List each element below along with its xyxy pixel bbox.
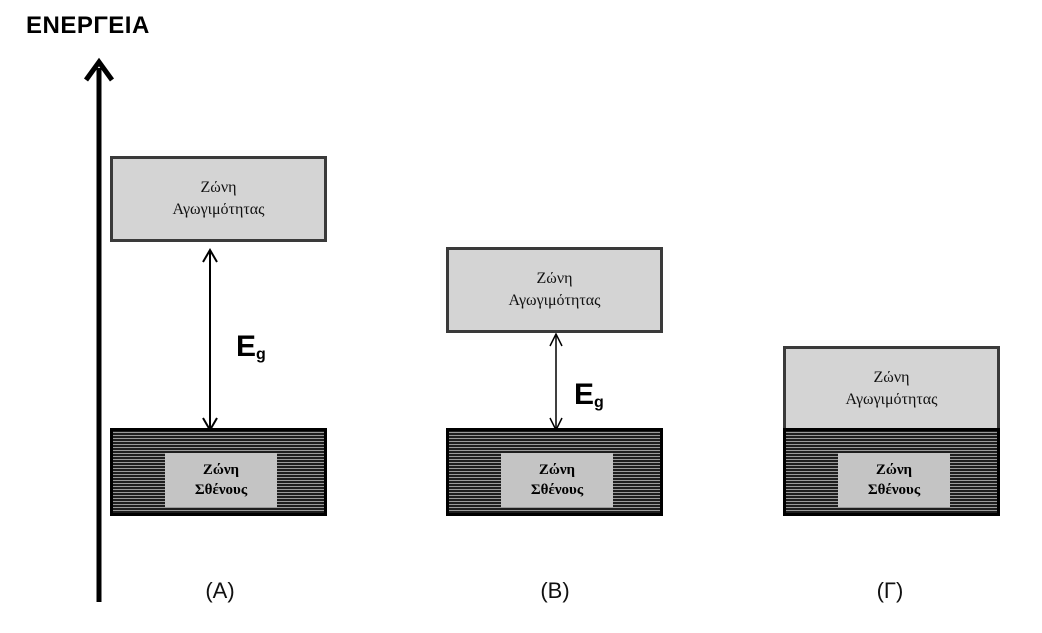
panel-label-c: (Γ) <box>876 578 904 603</box>
conduction-band-b-line2: Αγωγιμότητας <box>508 292 601 309</box>
conduction-band-a-line1: Ζώνη <box>200 179 237 196</box>
panel-label-b: (Β) <box>540 578 570 603</box>
panel-label-a: (Α) <box>205 578 235 603</box>
gap-label-a: Eg <box>236 330 266 363</box>
conduction-band-c-line2: Αγωγιμότητας <box>845 391 938 408</box>
conduction-band-b-line1: Ζώνη <box>536 270 573 287</box>
conduction-band-c-line1: Ζώνη <box>873 369 910 386</box>
energy-axis-label: ΕΝΕΡΓΕΙΑ <box>26 12 150 39</box>
gap-arrow-b-top-head <box>549 332 563 347</box>
energy-axis-arrowhead <box>83 57 115 82</box>
gap-label-b: Eg <box>574 378 604 411</box>
conduction-band-a-line2: Αγωγιμότητας <box>172 201 265 218</box>
gap-arrow-a-top-head <box>202 248 218 263</box>
